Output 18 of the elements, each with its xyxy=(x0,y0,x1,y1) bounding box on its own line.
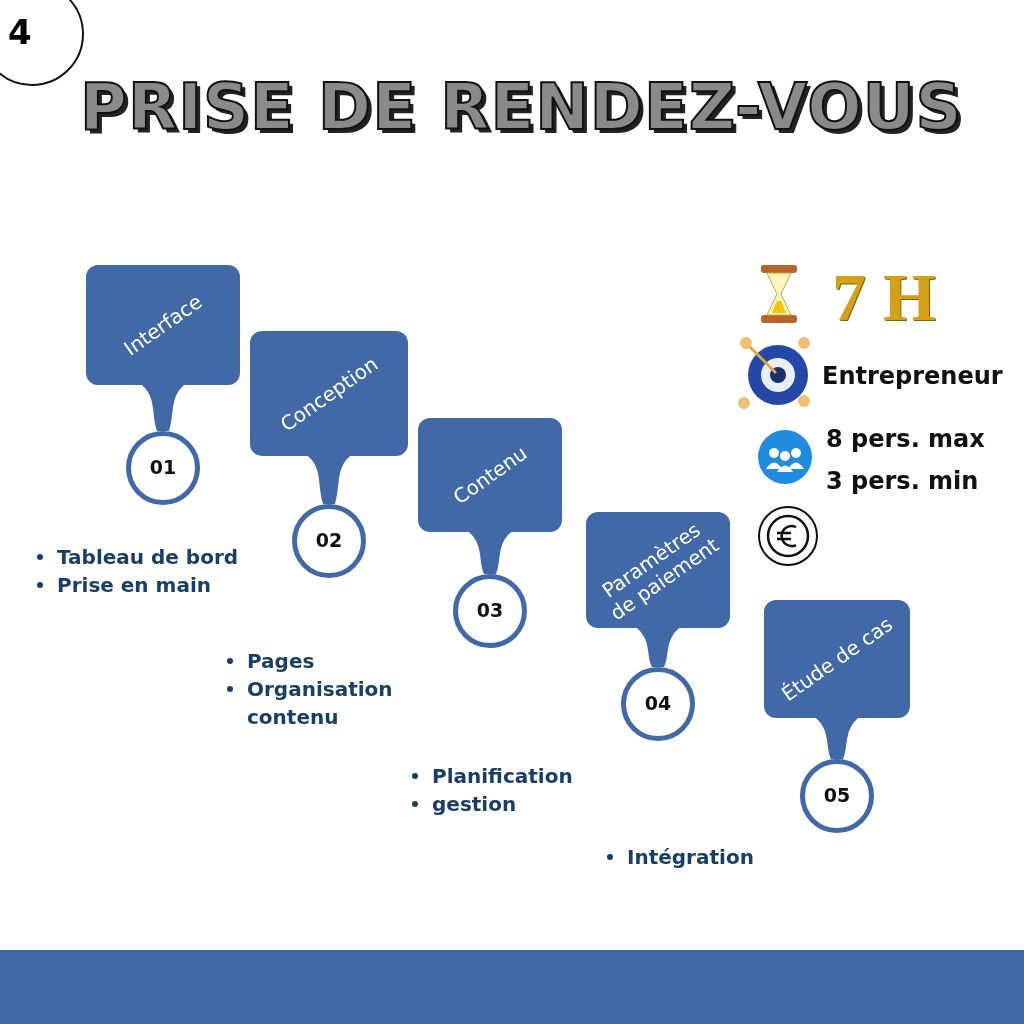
step-number: 4 xyxy=(8,12,32,52)
bullet-item: Intégration xyxy=(627,845,754,869)
bullet-item: Prise en main xyxy=(57,573,211,597)
duration-text: 7 H xyxy=(832,258,936,337)
step-number: 02 xyxy=(314,529,344,551)
info-text: 8 pers. max xyxy=(826,425,985,453)
title: PRISE DE RENDEZ-VOUS xyxy=(80,70,960,144)
bullet-item: Planification xyxy=(432,764,573,788)
step-number: 01 xyxy=(148,456,178,478)
bullet-item: gestion xyxy=(432,792,517,816)
step-number: 05 xyxy=(822,784,852,806)
step-number: 03 xyxy=(475,599,505,621)
bullet-item: Organisation contenu xyxy=(247,677,393,729)
bullet-item: Pages xyxy=(247,649,315,673)
info-text: Entrepreneur xyxy=(822,362,1003,390)
info-text: 3 pers. min xyxy=(826,467,979,495)
bullet-item: Tableau de bord xyxy=(57,545,239,569)
step-number: 04 xyxy=(643,692,673,714)
